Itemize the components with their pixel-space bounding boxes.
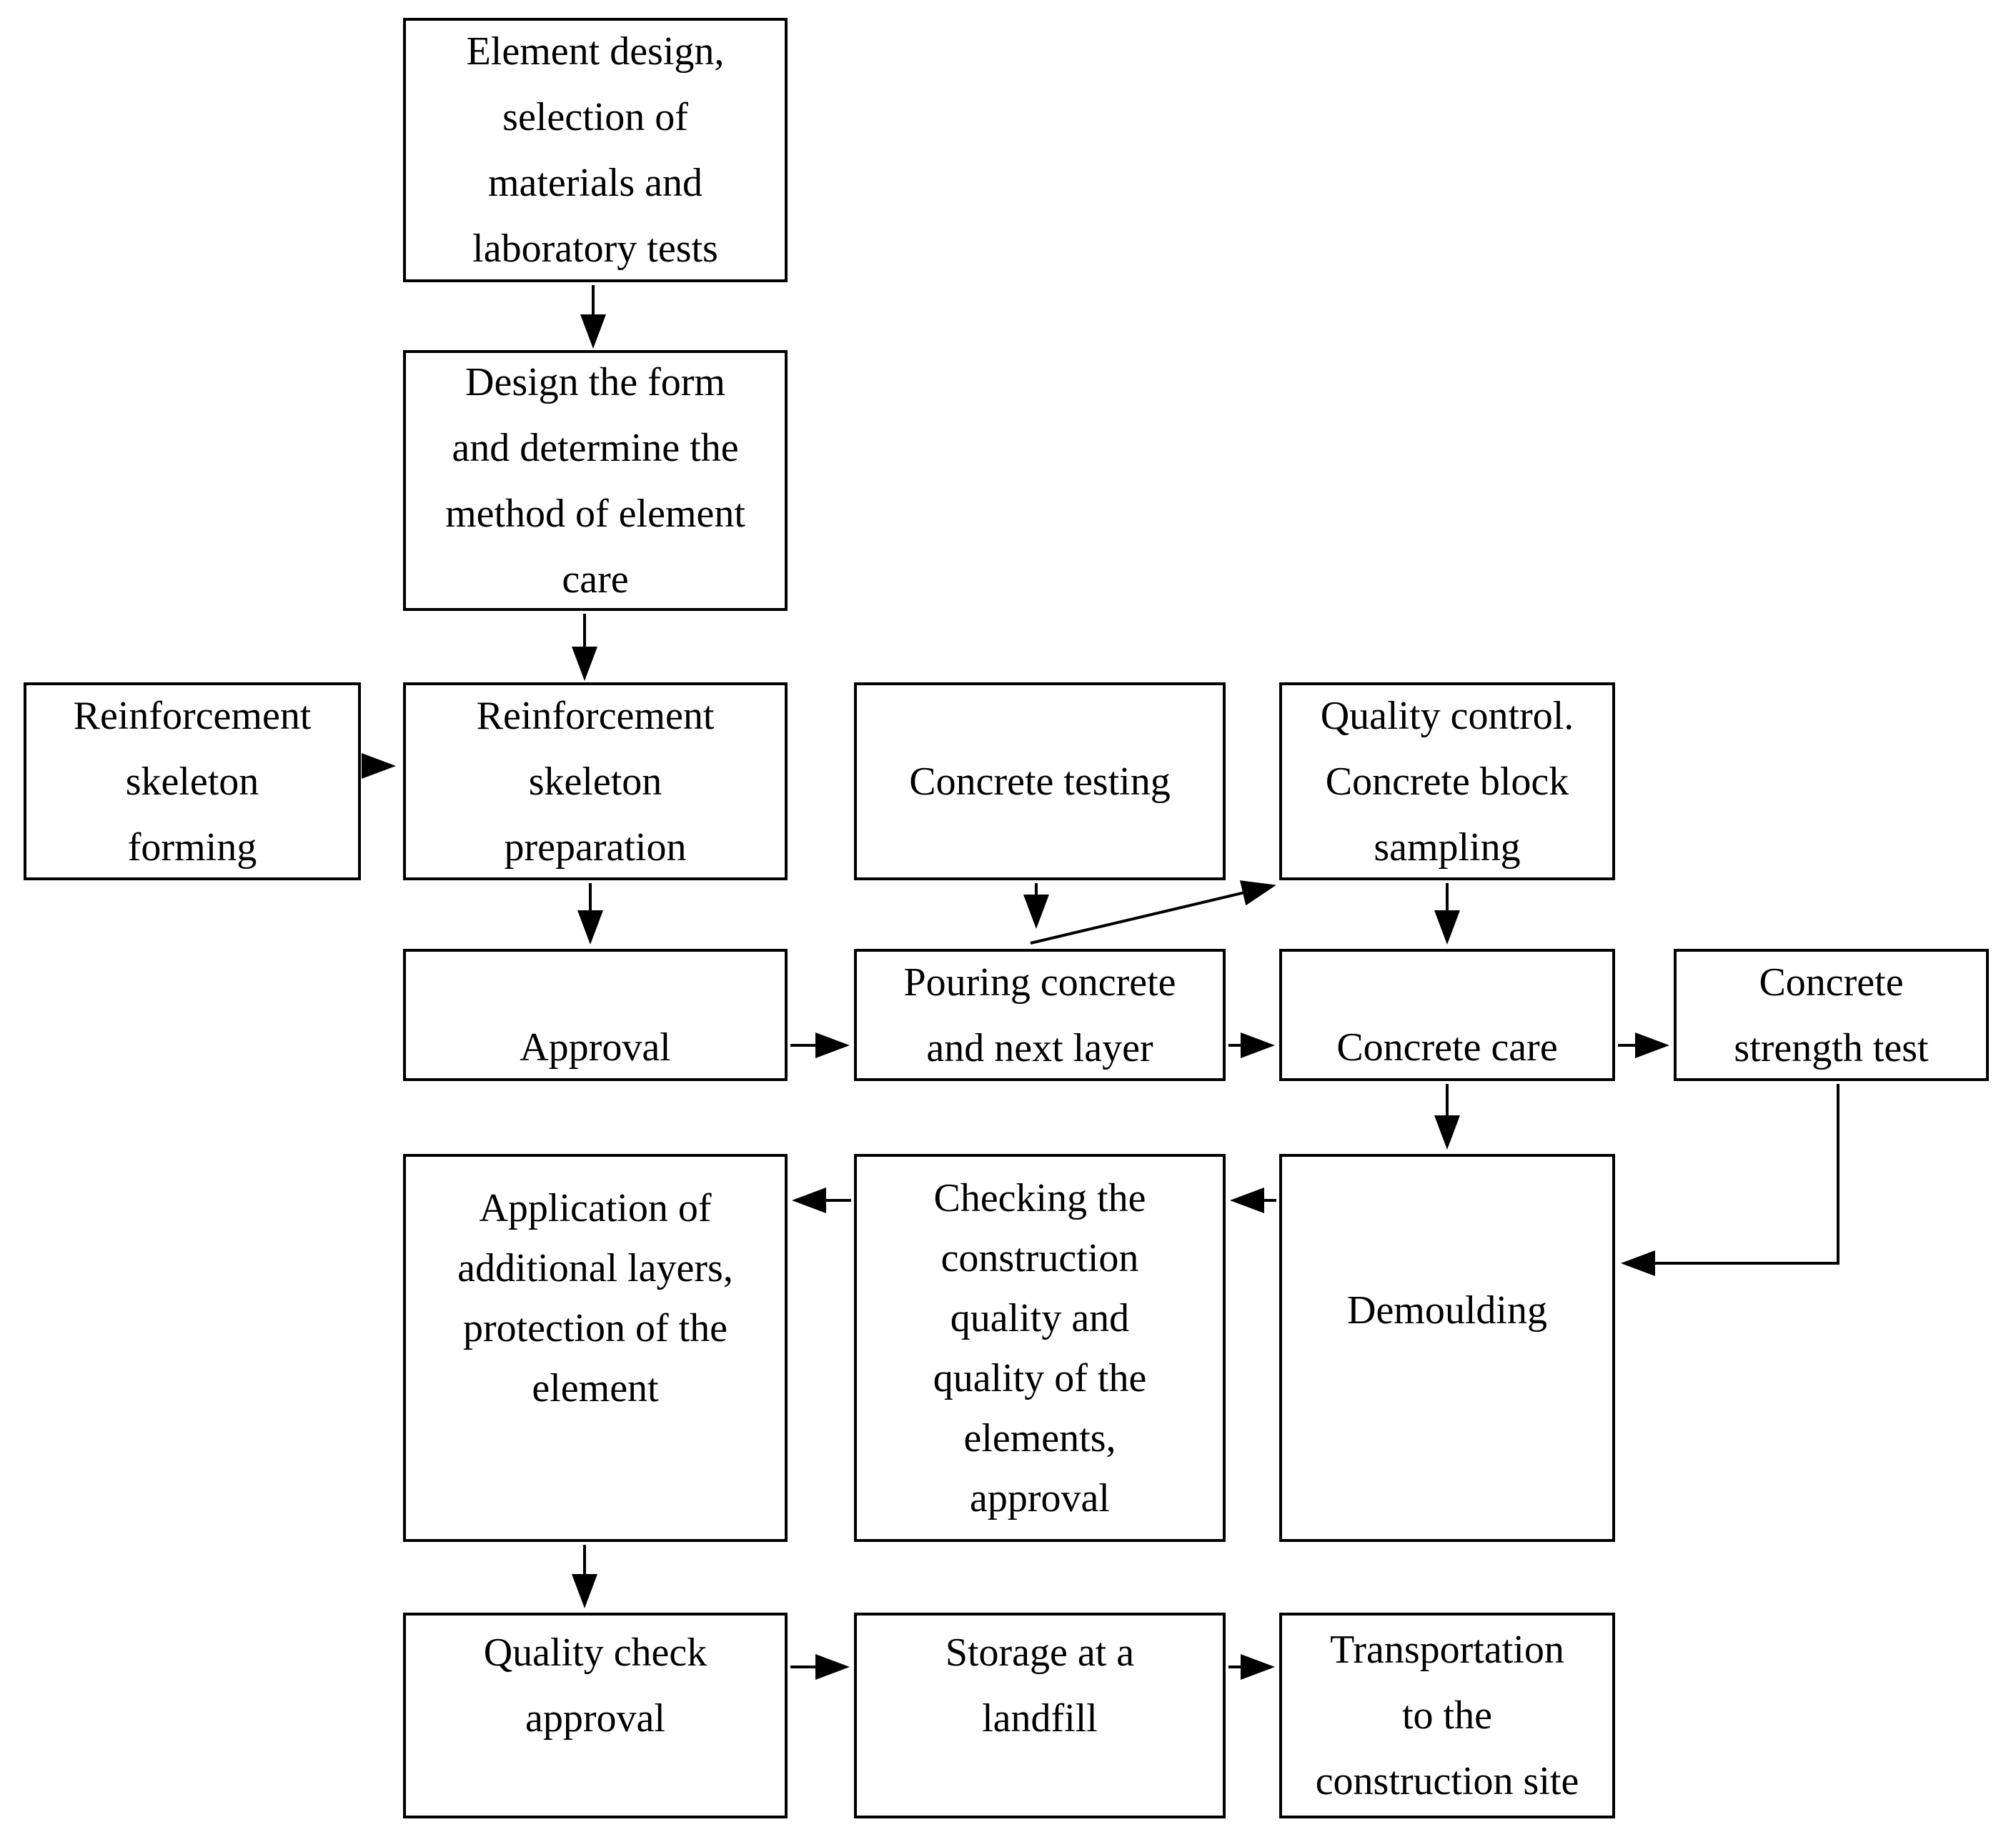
box-quality-check-approval: Quality check approval bbox=[403, 1613, 788, 1818]
arrow-pouring-concrete-to-quality-control bbox=[1030, 880, 1276, 945]
box-approval-label: Approval bbox=[520, 1025, 671, 1070]
box-quality-control-sampling: Quality control. Concrete block sampling bbox=[1279, 682, 1615, 880]
box-checking-quality-label: Checking the construction quality and qu… bbox=[933, 1175, 1147, 1520]
box-storage-landfill-label: Storage at a landfill bbox=[945, 1630, 1135, 1741]
box-concrete-strength-test: Concrete strength test bbox=[1674, 949, 1989, 1081]
box-approval: Approval bbox=[403, 949, 788, 1081]
box-concrete-testing: Concrete testing bbox=[854, 682, 1226, 880]
box-design-form-label: Design the form and determine the method… bbox=[445, 359, 745, 602]
box-design-form: Design the form and determine the method… bbox=[403, 350, 788, 611]
box-element-design-label: Element design, selection of materials a… bbox=[466, 29, 725, 271]
arrow-strength-test-to-demoulding bbox=[1621, 1084, 1839, 1276]
box-transportation-construction-site: Transportation to the construction site bbox=[1279, 1613, 1615, 1818]
box-reinforcement-skeleton-forming-label: Reinforcement skeleton forming bbox=[73, 693, 312, 870]
box-demoulding: Demoulding bbox=[1279, 1154, 1615, 1542]
box-reinforcement-skeleton-preparation: Reinforcement skeleton preparation bbox=[403, 682, 788, 880]
box-demoulding-label: Demoulding bbox=[1347, 1288, 1547, 1333]
box-application-additional-layers: Application of additional layers, protec… bbox=[403, 1154, 788, 1542]
box-reinforcement-skeleton-forming: Reinforcement skeleton forming bbox=[24, 682, 361, 880]
box-concrete-strength-test-label: Concrete strength test bbox=[1734, 960, 1929, 1070]
box-element-design: Element design, selection of materials a… bbox=[403, 18, 788, 282]
box-checking-quality: Checking the construction quality and qu… bbox=[854, 1154, 1226, 1542]
box-storage-landfill: Storage at a landfill bbox=[854, 1613, 1226, 1818]
box-application-additional-layers-label: Application of additional layers, protec… bbox=[457, 1185, 733, 1410]
box-quality-control-sampling-label: Quality control. Concrete block sampling bbox=[1320, 693, 1574, 870]
box-concrete-care: Concrete care bbox=[1279, 949, 1615, 1081]
box-quality-check-approval-label: Quality check approval bbox=[483, 1630, 707, 1741]
box-pouring-concrete-label: Pouring concrete and next layer bbox=[903, 960, 1176, 1070]
box-pouring-concrete: Pouring concrete and next layer bbox=[854, 949, 1226, 1081]
box-concrete-testing-label: Concrete testing bbox=[909, 759, 1171, 804]
box-reinforcement-skeleton-preparation-label: Reinforcement skeleton preparation bbox=[476, 693, 715, 870]
box-concrete-care-label: Concrete care bbox=[1336, 1025, 1558, 1070]
box-transportation-construction-site-label: Transportation to the construction site bbox=[1315, 1628, 1579, 1803]
